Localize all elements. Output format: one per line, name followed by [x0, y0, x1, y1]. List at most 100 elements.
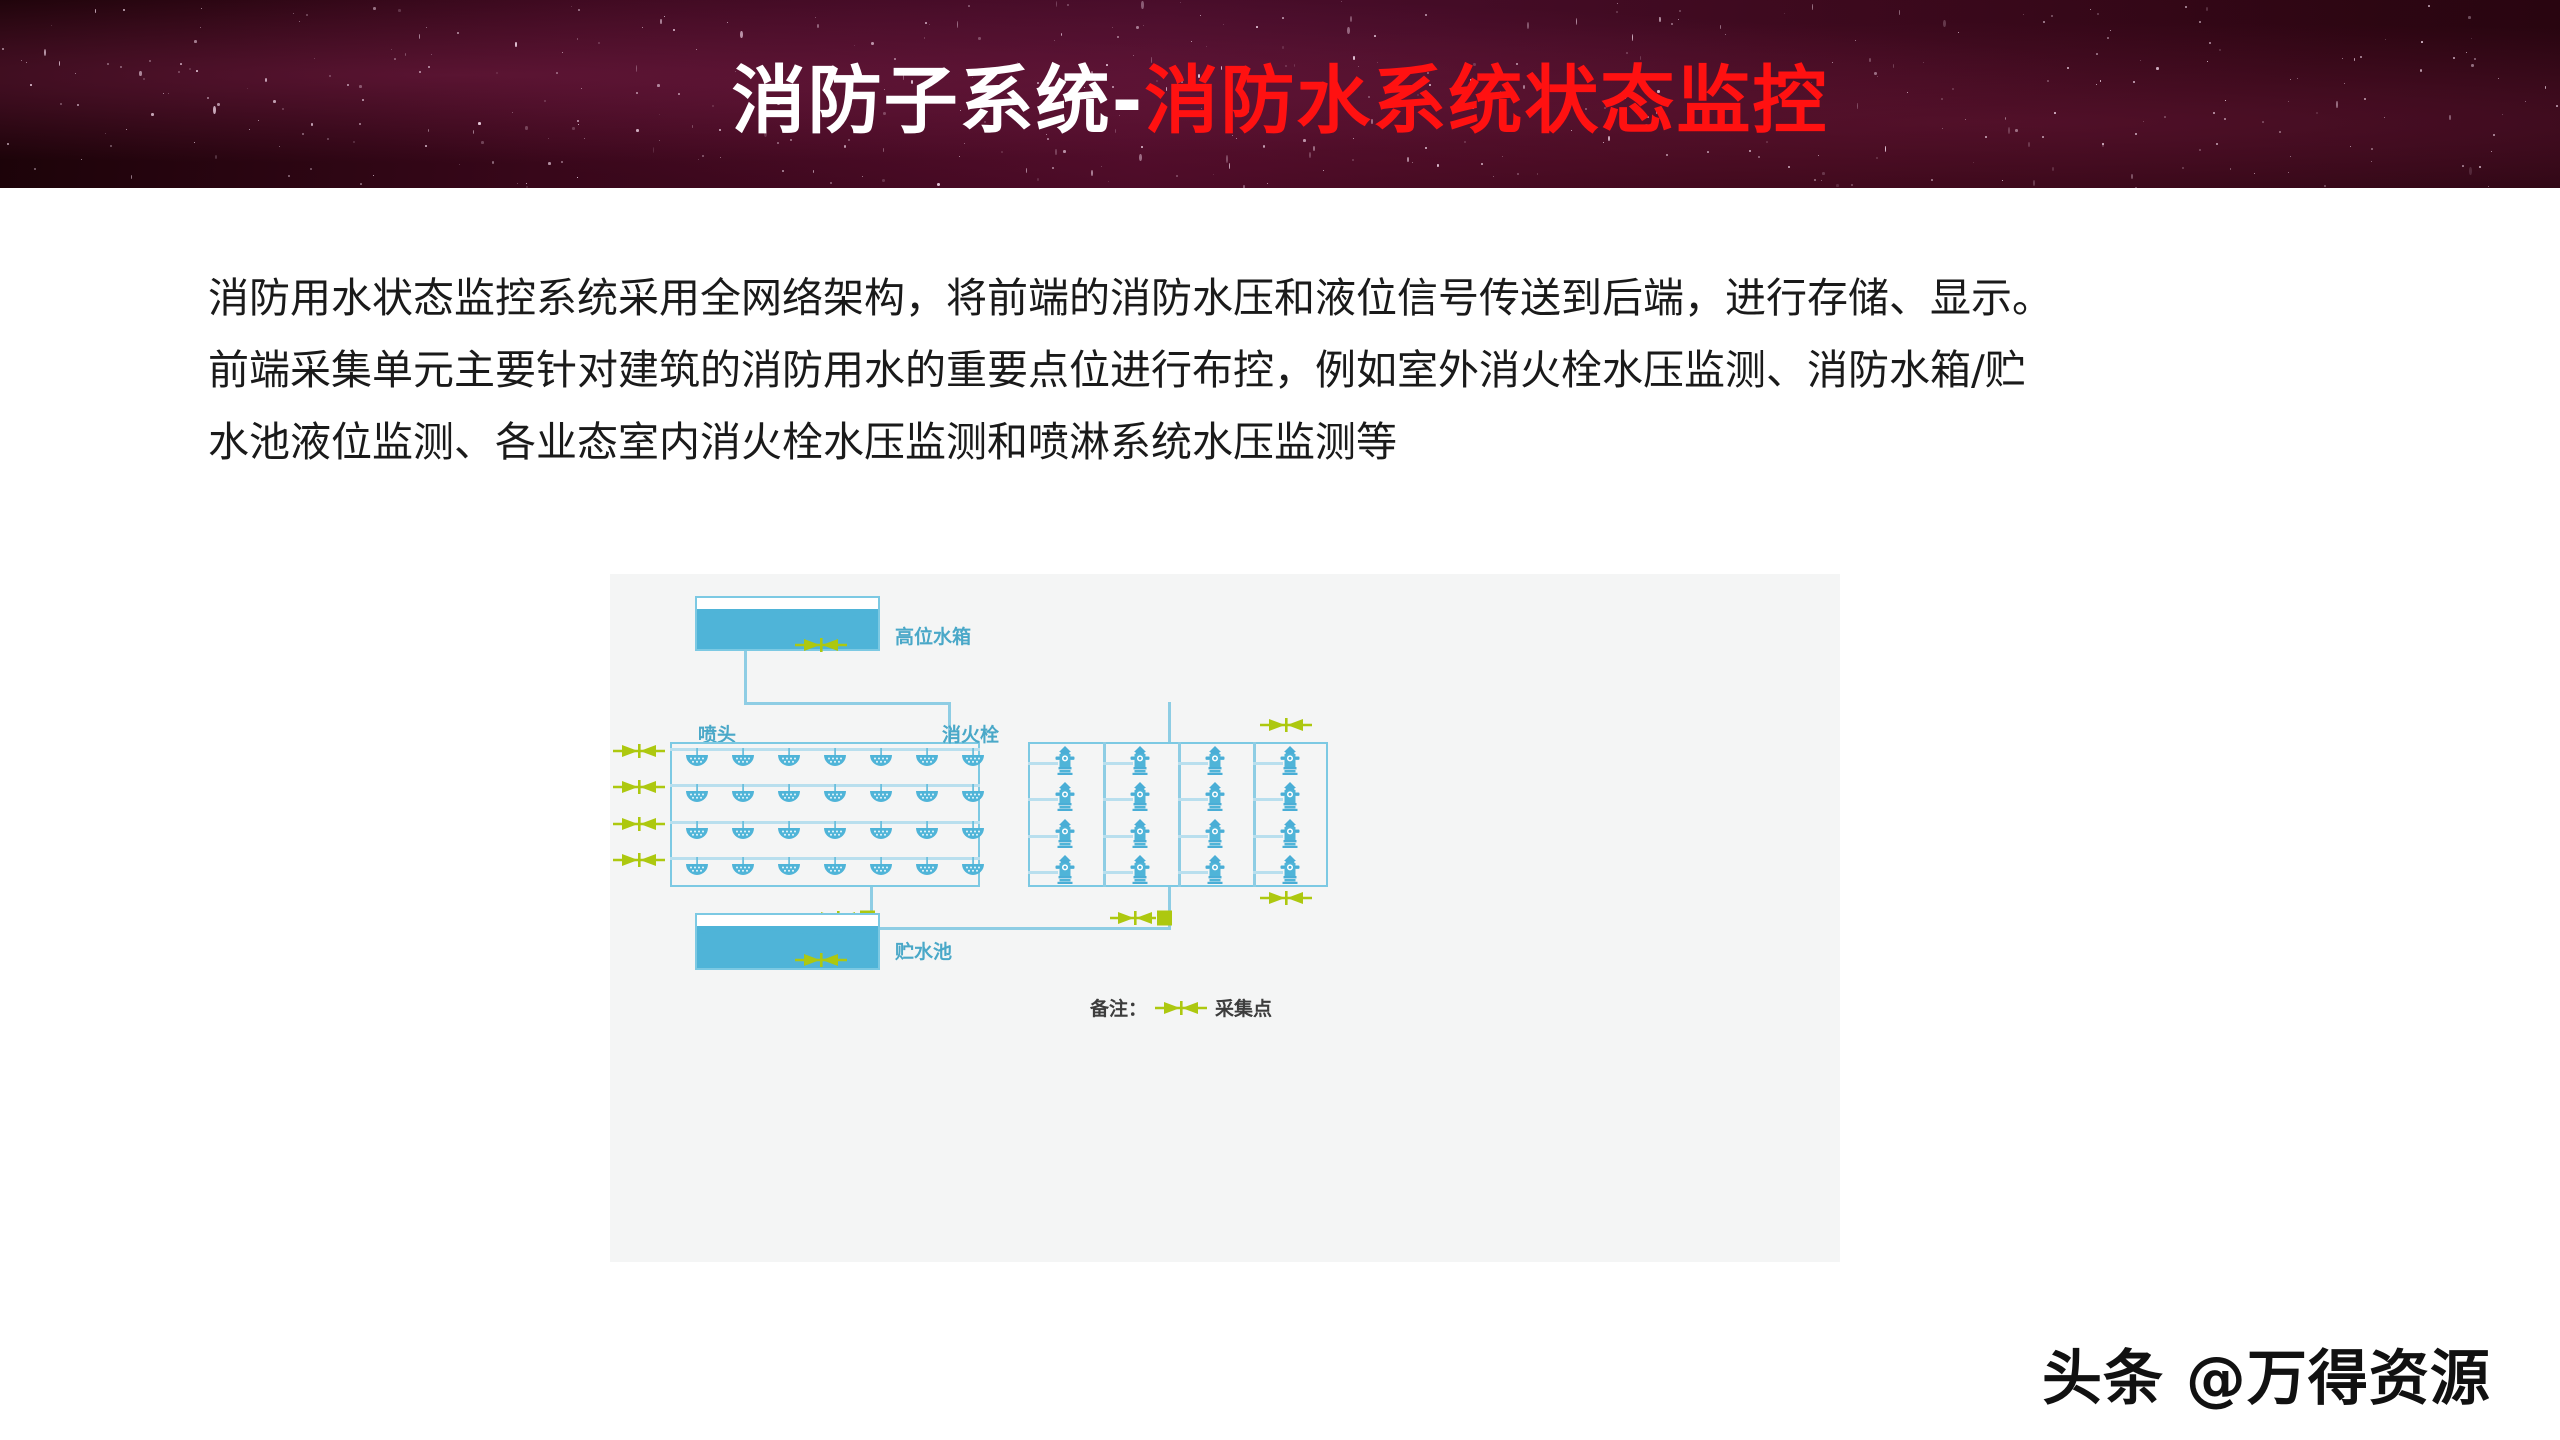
sprinkler-head [914, 784, 940, 804]
fire-hydrant-icon [1053, 854, 1077, 884]
pipe-hydrant-feed-top [1168, 702, 1171, 744]
sprinkler-head-icon [730, 748, 756, 768]
fire-hydrant [1278, 854, 1302, 884]
sprinkler-head [730, 857, 756, 877]
sprinkler-head [868, 748, 894, 768]
paragraph-line-1: 消防用水状态监控系统采用全网络架构，将前端的消防水压和液位信号传送到后端，进行存… [208, 262, 2408, 334]
sprinkler-head-icon [914, 821, 940, 841]
sprinkler-head [684, 784, 710, 804]
hydrant-grid [1028, 742, 1328, 887]
fire-hydrant-icon [1203, 854, 1227, 884]
pump-collection-point-hydrant [1110, 909, 1176, 927]
fire-hydrant-icon [1203, 745, 1227, 775]
fire-hydrant [1203, 781, 1227, 811]
legend-prefix: 备注： [1090, 994, 1147, 1021]
page-title-primary: 消防子系统- [732, 41, 1145, 148]
sprinkler-head-icon [822, 821, 848, 841]
pool-water-surface-wave [697, 926, 878, 942]
fire-hydrant-icon [1053, 745, 1077, 775]
fire-hydrant-icon [1053, 781, 1077, 811]
label-storage-pool: 贮水池 [895, 937, 952, 964]
fire-hydrant [1203, 854, 1227, 884]
sprinkler-head [776, 748, 802, 768]
sprinkler-head-icon [776, 821, 802, 841]
sprinkler-head [730, 821, 756, 841]
left-collection-points [610, 742, 670, 887]
sprinkler-head [868, 821, 894, 841]
sprinkler-head-icon [776, 857, 802, 877]
sprinkler-head [960, 748, 986, 768]
sprinkler-head [960, 857, 986, 877]
collection-point-sprinkler-row [613, 779, 665, 795]
collection-point-icon [613, 743, 665, 759]
fire-hydrant-icon [1278, 818, 1302, 848]
page-title: 消防子系统-消防水系统状态监控 [0, 0, 2560, 188]
fire-hydrant-icon [1128, 818, 1152, 848]
sprinkler-head-icon [868, 748, 894, 768]
sprinkler-head-icon [960, 784, 986, 804]
tank-water-surface-wave [697, 609, 878, 623]
page-title-highlight: 消防水系统状态监控 [1144, 41, 1828, 148]
fire-hydrant-icon [1278, 854, 1302, 884]
fire-hydrant [1053, 818, 1077, 848]
collection-point-sprinkler-row [613, 743, 665, 759]
pipe-tank-to-riser [744, 702, 951, 705]
fire-hydrant [1128, 781, 1152, 811]
fire-hydrant-icon [1203, 781, 1227, 811]
fire-hydrant-icon [1053, 818, 1077, 848]
sprinkler-head [684, 857, 710, 877]
sprinkler-head-icon [684, 857, 710, 877]
fire-hydrant [1278, 818, 1302, 848]
sprinkler-head-icon [914, 784, 940, 804]
fire-hydrant-icon [1203, 818, 1227, 848]
sprinkler-head-icon [914, 748, 940, 768]
legend-collection-point-icon [1155, 1000, 1207, 1016]
sprinkler-head-icon [776, 748, 802, 768]
sprinkler-head-icon [822, 748, 848, 768]
fire-hydrant [1128, 745, 1152, 775]
sprinkler-head [776, 857, 802, 877]
sprinkler-head-icon [730, 857, 756, 877]
sprinkler-head-icon [868, 821, 894, 841]
sprinkler-head-icon [684, 784, 710, 804]
body-paragraph: 消防用水状态监控系统采用全网络架构，将前端的消防水压和液位信号传送到后端，进行存… [208, 262, 2408, 478]
collection-point-hydrant-top-right [1260, 717, 1312, 733]
sprinkler-head-icon [730, 821, 756, 841]
watermark: 头条 @万得资源 [2042, 1330, 2491, 1417]
collection-point-sprinkler-row [613, 852, 665, 868]
sprinkler-head-icon [960, 857, 986, 877]
fire-hydrant [1278, 745, 1302, 775]
sprinkler-grid [670, 742, 980, 887]
fire-hydrant-icon [1128, 854, 1152, 884]
sprinkler-head [776, 821, 802, 841]
label-fire-hydrant: 消火栓 [942, 720, 999, 747]
diagram-legend: 备注： 采集点 [1090, 994, 1272, 1021]
sprinkler-head-icon [684, 748, 710, 768]
sprinkler-head-icon [960, 748, 986, 768]
collection-point-icon [613, 779, 665, 795]
fire-hydrant-icon [1128, 781, 1152, 811]
sprinkler-head [868, 857, 894, 877]
high-level-water-tank [695, 596, 880, 651]
sprinkler-head [960, 784, 986, 804]
sprinkler-head [914, 821, 940, 841]
pipe-tank-drop [744, 651, 747, 704]
sprinkler-head-icon [684, 821, 710, 841]
sprinkler-head [914, 857, 940, 877]
sprinkler-head-icon [776, 784, 802, 804]
header-banner: 消防子系统-消防水系统状态监控 [0, 0, 2560, 188]
fire-hydrant-icon [1278, 781, 1302, 811]
sprinkler-head [822, 748, 848, 768]
paragraph-line-2: 前端采集单元主要针对建筑的消防用水的重要点位进行布控，例如室外消火栓水压监测、消… [208, 334, 2408, 406]
fire-hydrant [1128, 854, 1152, 884]
sprinkler-head [730, 784, 756, 804]
pipe-bottom-header [880, 927, 1171, 930]
sprinkler-head [868, 784, 894, 804]
sprinkler-head-icon [730, 784, 756, 804]
fire-hydrant [1203, 818, 1227, 848]
fire-hydrant [1053, 781, 1077, 811]
collection-point-sprinkler-row [613, 816, 665, 832]
collection-point-icon [613, 816, 665, 832]
sprinkler-head [684, 821, 710, 841]
collection-point-icon [613, 852, 665, 868]
